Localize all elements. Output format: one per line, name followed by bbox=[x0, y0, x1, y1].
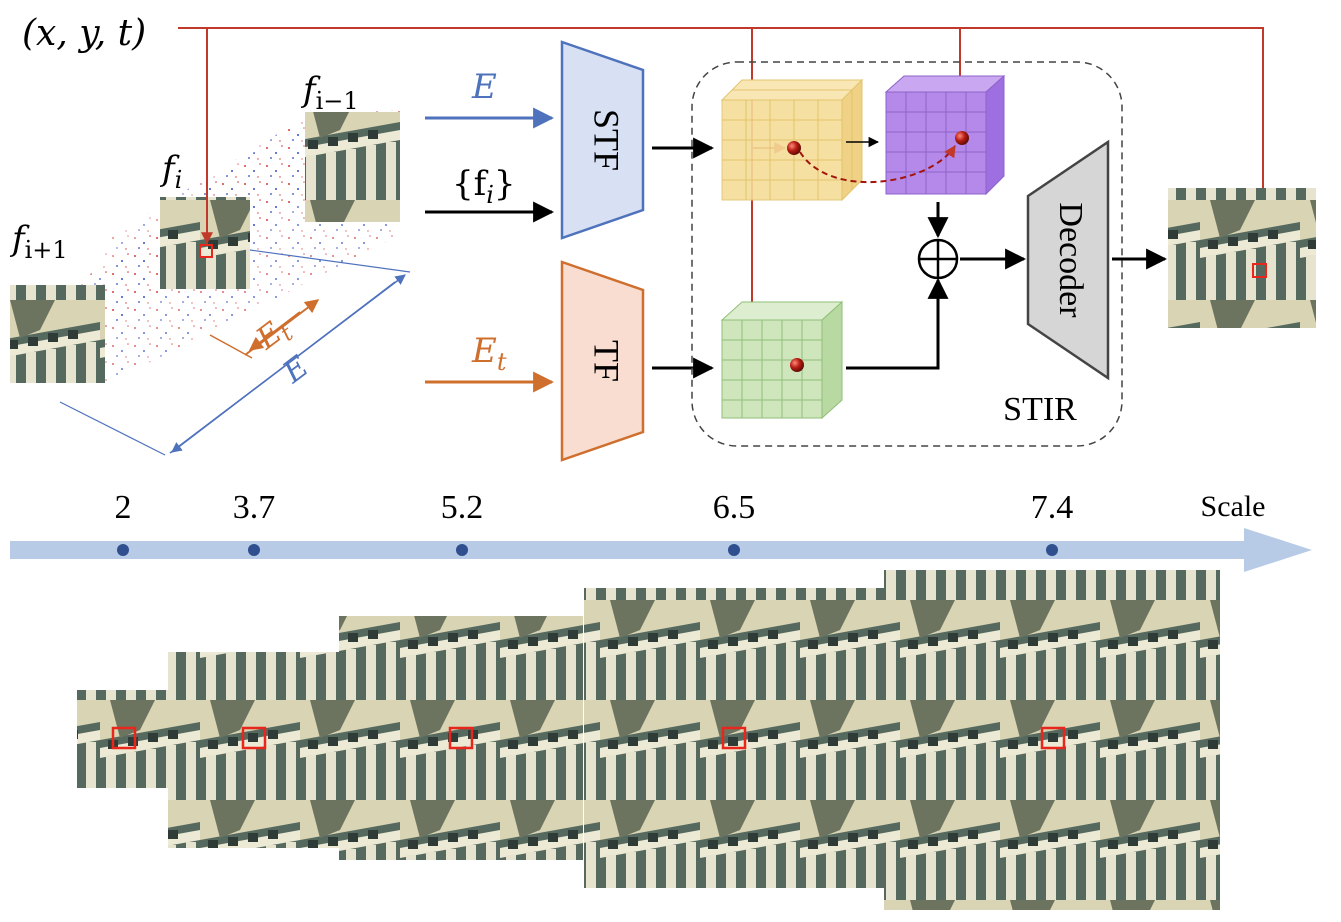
scale-axis-label: Scale bbox=[1201, 490, 1266, 523]
decoder-label: Decoder bbox=[1052, 202, 1089, 318]
green-sample-point-icon bbox=[790, 358, 804, 372]
scale-axis bbox=[10, 528, 1312, 572]
scale-tick-dot bbox=[728, 544, 740, 556]
tf-label: TF bbox=[587, 340, 627, 382]
scale-tick-dot bbox=[1046, 544, 1058, 556]
event-window-et-axis bbox=[209, 299, 320, 359]
frame-prev-label: fi−1 bbox=[300, 70, 359, 115]
stf-module: STF bbox=[560, 40, 645, 240]
scale-tick-dot bbox=[248, 544, 260, 556]
stir-container bbox=[691, 61, 1123, 447]
input-e-label: E bbox=[471, 67, 497, 107]
output-frame-thumbnail bbox=[1168, 188, 1316, 328]
scale-tick-label: 5.2 bbox=[441, 489, 484, 526]
event-window-e-axis bbox=[59, 249, 411, 456]
scale-ticks: 2 3.7 5.2 6.5 7.4 bbox=[115, 489, 1074, 556]
temporal-feature-cube bbox=[720, 300, 844, 420]
stf-label: STF bbox=[587, 109, 627, 171]
scaled-output-x3-7 bbox=[168, 652, 341, 848]
scaled-output-images bbox=[77, 570, 1220, 910]
scaled-output-x5-2 bbox=[339, 616, 583, 860]
input-et-label: Et bbox=[471, 331, 507, 376]
spatial-feature-cube bbox=[884, 74, 1006, 196]
axis-e-label: E bbox=[276, 349, 315, 391]
frame-next-thumbnail bbox=[10, 285, 105, 383]
scaled-output-x6-5 bbox=[584, 588, 884, 888]
input-frames-label: {fi} bbox=[452, 164, 516, 209]
spatiotemporal-feature-cube bbox=[720, 78, 864, 202]
stir-label: STIR bbox=[1003, 391, 1077, 428]
scaled-output-x2 bbox=[77, 690, 170, 788]
scale-tick-label: 7.4 bbox=[1031, 489, 1074, 526]
scale-tick-dot bbox=[117, 544, 129, 556]
frame-next-label: fi+1 bbox=[9, 219, 68, 264]
decoder-module: Decoder bbox=[1026, 139, 1110, 381]
query-coordinate-label: (x, y, t) bbox=[22, 13, 146, 54]
scale-tick-label: 3.7 bbox=[233, 489, 276, 526]
scale-tick-label: 6.5 bbox=[713, 489, 756, 526]
frame-prev-thumbnail bbox=[305, 112, 400, 222]
green-to-fuse-arrow bbox=[846, 277, 949, 370]
yellow-sample-point-icon bbox=[787, 141, 801, 155]
scaled-output-x7-4 bbox=[884, 570, 1220, 910]
sample-flow-dashed-curve bbox=[799, 144, 956, 184]
scale-tick-label: 2 bbox=[115, 489, 132, 526]
frame-current-thumbnail bbox=[160, 197, 250, 289]
purple-sample-point-icon bbox=[955, 131, 969, 145]
scale-tick-dot bbox=[456, 544, 468, 556]
frame-current-label: fi bbox=[159, 149, 182, 194]
tf-module: TF bbox=[560, 260, 645, 462]
